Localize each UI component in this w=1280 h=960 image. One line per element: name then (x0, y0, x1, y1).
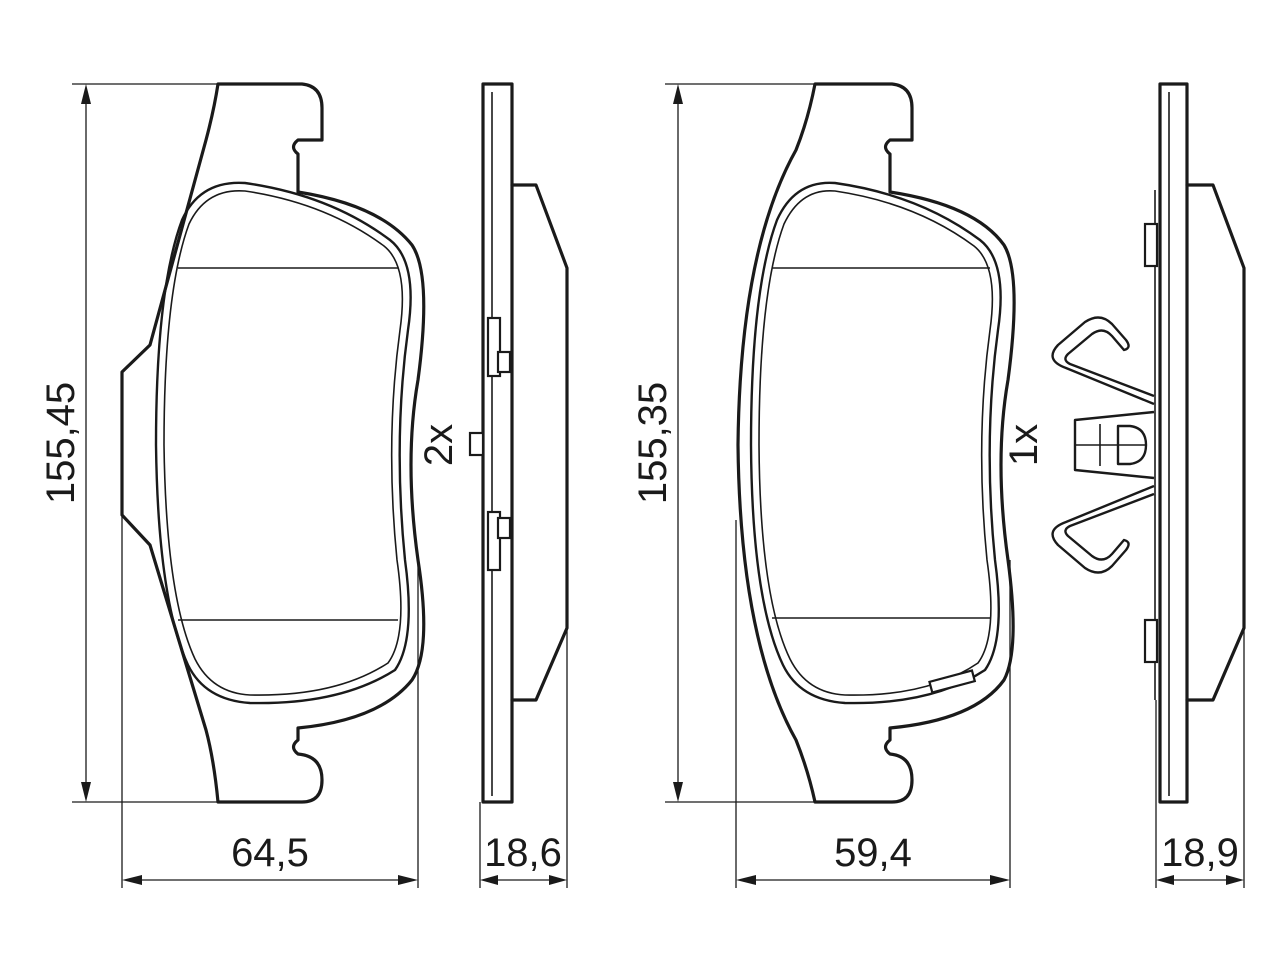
pad2-dimensions: 155,35 59,4 18,9 1x (631, 83, 1245, 888)
pad1-thickness-arrow-right (549, 875, 567, 885)
pad1-height-arrow-top (81, 84, 91, 104)
pad1-width-arrow-left (122, 875, 142, 885)
pad1-side-friction (510, 183, 569, 702)
pad1-side-clip-mid2 (496, 516, 512, 540)
pad2-thickness-label: 18,9 (1161, 831, 1239, 875)
pad2-backing-plate (736, 82, 1016, 804)
retaining-spring-clip (1051, 316, 1155, 574)
pad2-thickness-arrow-right (1226, 875, 1244, 885)
pad2-friction-material-inner (758, 190, 994, 696)
pad2-height-arrow-top (673, 84, 683, 104)
pad2-quantity-label: 1x (1002, 424, 1046, 466)
pad2-friction-material (749, 181, 1002, 705)
spring-clip-upper-arm (1051, 316, 1155, 406)
pad1-thickness-arrow-left (480, 875, 498, 885)
pad1-front-view (120, 82, 426, 804)
pad2-height-arrow-bottom (673, 782, 683, 802)
pad1-height-arrow-bottom (81, 782, 91, 802)
pad2-front-view (736, 82, 1016, 804)
pad2-side-friction (1185, 183, 1246, 702)
pad1-thickness-label: 18,6 (484, 831, 562, 875)
pad2-side-tab-upper (1143, 222, 1159, 268)
pad1-wear-sensor-tab (468, 431, 485, 457)
pad2-width-label: 59,4 (834, 831, 912, 875)
pad1-dimensions: 155,45 64,5 18,6 2x (39, 83, 568, 888)
pad1-friction-material (154, 181, 412, 705)
pad1-side-backing (481, 82, 514, 804)
pad2-thickness-arrow-left (1156, 875, 1174, 885)
pad1-quantity-label: 2x (417, 424, 461, 466)
pad2-height-label: 155,35 (631, 382, 675, 504)
spring-clip-lower-arm (1051, 484, 1155, 574)
pad1-friction-material-inner (163, 190, 404, 696)
pad2-side-tab-lower (1143, 618, 1159, 664)
pad1-width-arrow-right (398, 875, 418, 885)
pad2-side-view (1143, 82, 1246, 804)
pad1-side-view (468, 82, 569, 804)
pad2-width-arrow-right (990, 875, 1010, 885)
pad1-width-label: 64,5 (231, 831, 309, 875)
pad2-side-backing (1158, 82, 1189, 804)
pad2-width-arrow-left (736, 875, 756, 885)
pad1-side-clip-mid (496, 350, 512, 374)
pad2-wear-indicator (928, 669, 977, 694)
pad1-height-label: 155,45 (39, 382, 83, 504)
